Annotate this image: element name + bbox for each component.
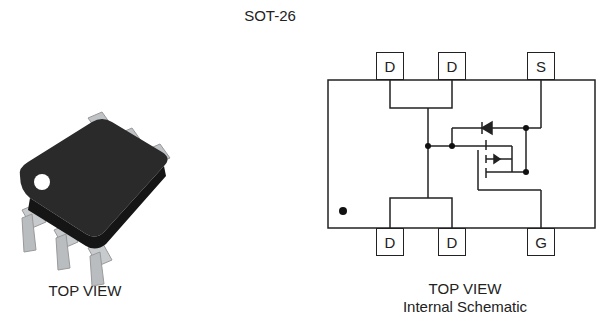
package-illustration (20, 112, 170, 286)
pin-name: D (385, 235, 396, 250)
view-label: TOP VIEW (429, 281, 502, 296)
pin-name: S (536, 59, 546, 74)
pin-name: G (535, 235, 547, 250)
drain-wire (390, 80, 452, 108)
pin-box: G (527, 228, 555, 256)
internal-wiring (428, 80, 541, 198)
schematic-outline (328, 80, 595, 228)
pin-box: D (438, 228, 466, 256)
body-diode (482, 122, 492, 134)
pin-name: D (447, 235, 458, 250)
drain-wire (390, 198, 452, 228)
package-title: SOT-26 (244, 8, 296, 23)
schematic-caption: Internal Schematic (403, 299, 527, 314)
pin-name: D (447, 59, 458, 74)
pin-name: D (385, 59, 396, 74)
view-label: TOP VIEW (49, 283, 122, 298)
pin-box: D (376, 228, 404, 256)
mosfet-symbol (478, 140, 541, 228)
pin-box: D (438, 52, 466, 80)
pin-box: S (527, 52, 555, 80)
junction-dots (425, 125, 529, 175)
pin1-dot (339, 207, 347, 215)
pin-box: D (376, 52, 404, 80)
